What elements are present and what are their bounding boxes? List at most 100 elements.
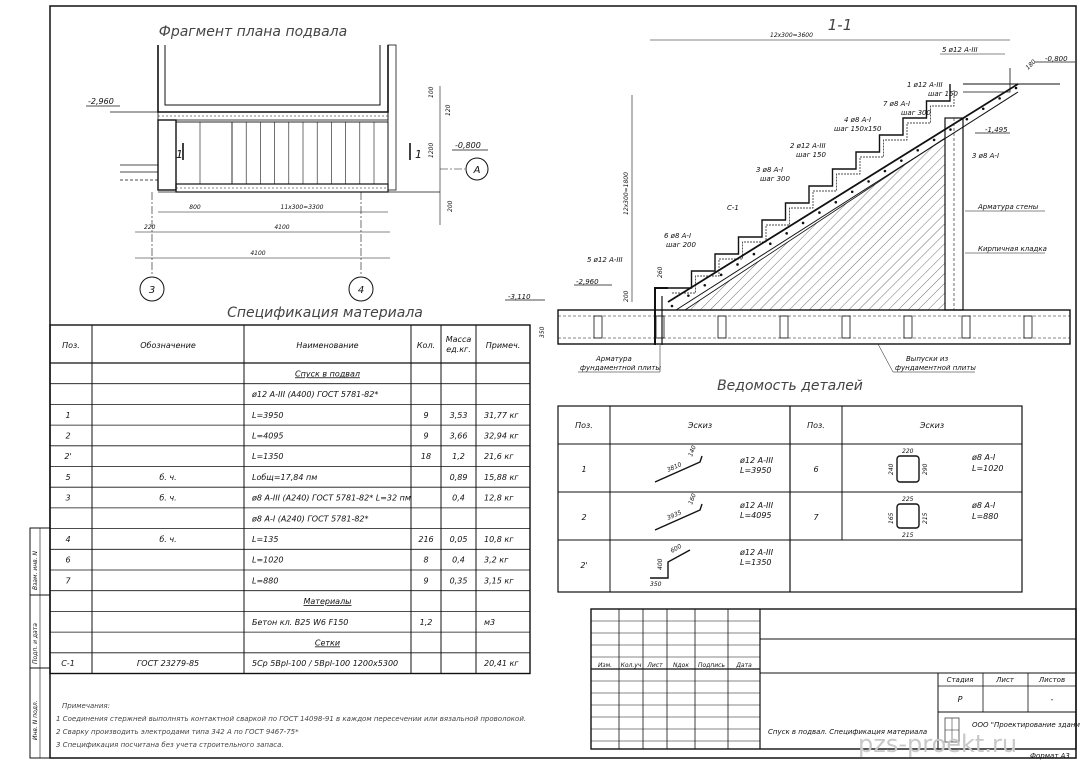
spec-cell-pos: 2 [65,431,70,440]
spec-cell-name: L=135 [252,535,278,544]
section-dim-200: 200 [623,290,630,302]
detail-7-bar: ø8 A-I [971,501,996,510]
spec-cell-qty: 216 [418,535,433,544]
spec-cell-mass: 3,53 [450,411,468,420]
section-level-mid: -1,495 [985,126,1008,134]
tb-sheets-value: - [1051,695,1054,704]
spec-header-mass-1: Масса [446,335,472,344]
detail-2-dim-2: 160 [687,492,698,505]
spec-cell-note: 3,15 кг [484,576,514,585]
detail-1-bar: ø12 A-III [739,456,774,465]
spec-cell-designation: б. ч. [159,473,176,482]
watermark: pzs-proekt.ru [858,730,1017,758]
spec-header-note: Примеч. [486,341,521,350]
spec-cell-name: ø12 A-III (A400) ГОСТ 5781-82* [251,390,378,399]
stamp-replace-inv: Взам. инв. N [32,551,39,590]
section-1-1: 1-1 12x300=3600 12x300=1800 -0,800 [505,16,1075,373]
notes: Примечания: 1 Соединения стержней выполн… [56,702,526,749]
spec-cell-pos: 3 [65,494,70,503]
tb-stage-value: Р [958,695,963,704]
detail-pos-6: 6 [813,465,818,474]
spec-cell-name: L=4095 [252,431,284,440]
spec-cell-qty: 1,2 [420,618,433,627]
callout-5-top: 5 ø12 A-III [942,46,978,54]
spec-cell-mass: 0,4 [452,556,465,565]
spec-cell-designation: б. ч. [159,535,176,544]
callout-3: 3 ø8 A-I [756,166,783,174]
tb-format: Формат А3 [1030,752,1070,760]
spec-header-mass-2: ед.кг. [446,345,471,354]
callout-2: 2 ø12 A-III [790,142,826,150]
spec-header-name: Наименование [296,341,358,350]
stamp-sign-date: Подп. и дата [32,623,39,664]
callout-2-step: шаг 150 [796,151,827,159]
details-header-pos-right: Поз. [807,421,825,430]
callout-slab-rebar-1: Арматура [595,355,632,363]
spec-cell-name: L=3950 [252,411,284,420]
spec-cell-qty: 9 [423,431,428,440]
tb-stage-header: Стадия [947,676,974,684]
detail-6-len: L=1020 [972,464,1004,473]
detail-2p-dim-3: 350 [650,581,662,588]
detail-2-bar: ø12 A-III [739,501,774,510]
detail-2-len: L=4095 [740,511,772,520]
spec-header-qty: Кол. [417,341,435,350]
plan-title: Фрагмент плана подвала [159,24,347,40]
note-3: 3 Спецификация посчитана без учета строи… [56,741,284,749]
detail-2p-len: L=1350 [740,558,772,567]
spec-cell-mass: 0,4 [452,494,465,503]
spec-header-designation: Обозначение [140,341,196,350]
tb-col-4: Подпись [698,662,725,669]
detail-2p-dim-2: 600 [670,543,684,555]
spec-cell-qty: 9 [423,576,428,585]
tb-doc-title: Спуск в подвал. Спецификация материала [768,728,927,736]
section-dim-260: 260 [657,266,664,278]
plan-dim-right-4: 200 [447,200,454,212]
section-dim-180: 180 [1024,58,1037,71]
callout-1-step: шаг 150 [928,90,959,98]
tb-sheet-header: Лист [995,676,1015,684]
stamp-inv-original: Инв. N подл. [32,700,39,740]
detail-1-dim-1: 3810 [666,461,683,474]
spec-cell-name: L=1020 [252,556,284,565]
spec-cell-note: м3 [484,618,495,627]
axis-a-label: A [473,165,481,176]
plan-dim-220: 220 [144,224,156,231]
plan-dim-right-3: 1200 [428,143,435,158]
detail-1-len: L=3950 [740,466,772,475]
sheet-frame [49,5,1077,759]
spec-cell-name: Lобщ=17,84 пм [252,473,317,482]
plan-dim-800: 800 [189,204,201,211]
callout-4-step: шаг 150x150 [834,125,882,133]
section-dim-vertical: 12x300=1800 [623,172,630,215]
spec-cell-pos: 4 [65,535,70,544]
spec-cell-name: Сетки [315,638,340,647]
callout-slab-rebar-2: фундаментной плиты [580,364,661,372]
spec-cell-pos: 7 [65,576,71,585]
details-header-sketch-left: Эскиз [687,421,712,430]
details-title: Ведомость деталей [717,378,863,394]
spec-cell-qty: 8 [423,556,428,565]
detail-7-dim-1: 225 [902,496,914,503]
callout-4: 4 ø8 A-I [844,116,871,124]
basement-plan-fragment: Фрагмент плана подвала 1 1 -2,960 -0,80 [86,24,489,302]
section-level-base: -3,110 [508,293,531,301]
callout-3-step: шаг 300 [760,175,791,183]
section-dim-350: 350 [539,326,546,338]
spec-cell-note: 10,8 кг [484,535,514,544]
detail-2-dim-1: 3935 [666,509,683,522]
callout-7-step: шаг 300 [901,109,932,117]
company-logo-icon [944,717,960,743]
detail-pos-7: 7 [813,513,819,522]
detail-pos-2p: 2' [580,561,587,570]
spec-cell-pos: C-1 [61,659,75,668]
callout-outlets-2: фундаментной плиты [895,364,976,372]
spec-cell-note: 21,6 кг [484,452,514,461]
plan-level-left: -2,960 [88,97,114,106]
spec-cell-note: 15,88 кг [484,473,519,482]
callout-6: 6 ø8 A-I [664,232,691,240]
spec-header-pos: Поз. [62,341,80,350]
detail-6-dim-3: 290 [922,463,929,475]
spec-cell-name: Бетон кл. B25 W6 F150 [252,618,348,627]
